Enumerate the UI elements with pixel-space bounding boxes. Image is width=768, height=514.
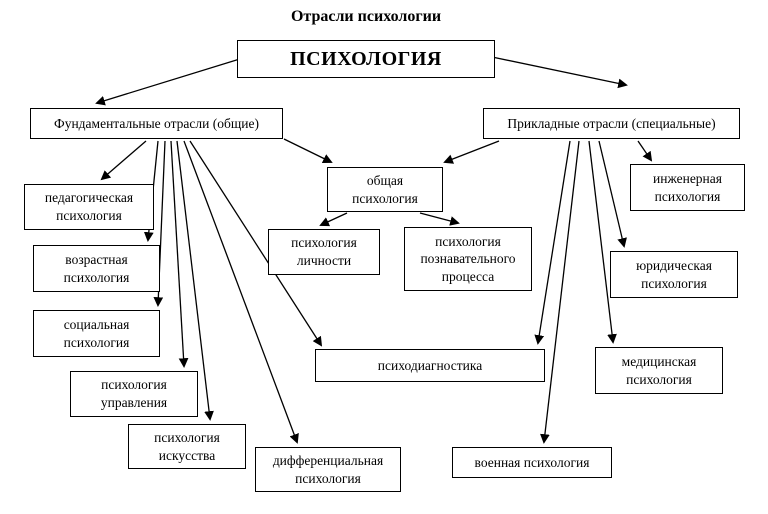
node-social-psychology: социальная психология xyxy=(33,310,160,357)
node-art-psychology: психология искусства xyxy=(128,424,246,469)
node-engineering-psychology: инженерная психология xyxy=(630,164,745,211)
node-medical-psychology: медицинская психология xyxy=(595,347,723,394)
node-fundamental-branch: Фундаментальные отрасли (общие) xyxy=(30,108,283,139)
diagram-title: Отрасли психологии xyxy=(290,8,442,25)
node-applied-branch: Прикладные отрасли (специальные) xyxy=(483,108,740,139)
node-cognitive-process-psychology: психология познавательного процесса xyxy=(404,227,532,291)
node-psychodiagnostics: психодиагностика xyxy=(315,349,545,382)
node-differential-psychology: дифференциальная психология xyxy=(255,447,401,492)
node-developmental-psychology: возрастная психология xyxy=(33,245,160,292)
node-general-psychology: общая психология xyxy=(327,167,443,212)
node-personality-psychology: психология личности xyxy=(268,229,380,275)
node-psychology-root: ПСИХОЛОГИЯ xyxy=(237,40,495,78)
node-legal-psychology: юридическая психология xyxy=(610,251,738,298)
node-military-psychology: военная психология xyxy=(452,447,612,478)
node-pedagogical-psychology: педагогическая психология xyxy=(24,184,154,230)
node-management-psychology: психология управления xyxy=(70,371,198,417)
